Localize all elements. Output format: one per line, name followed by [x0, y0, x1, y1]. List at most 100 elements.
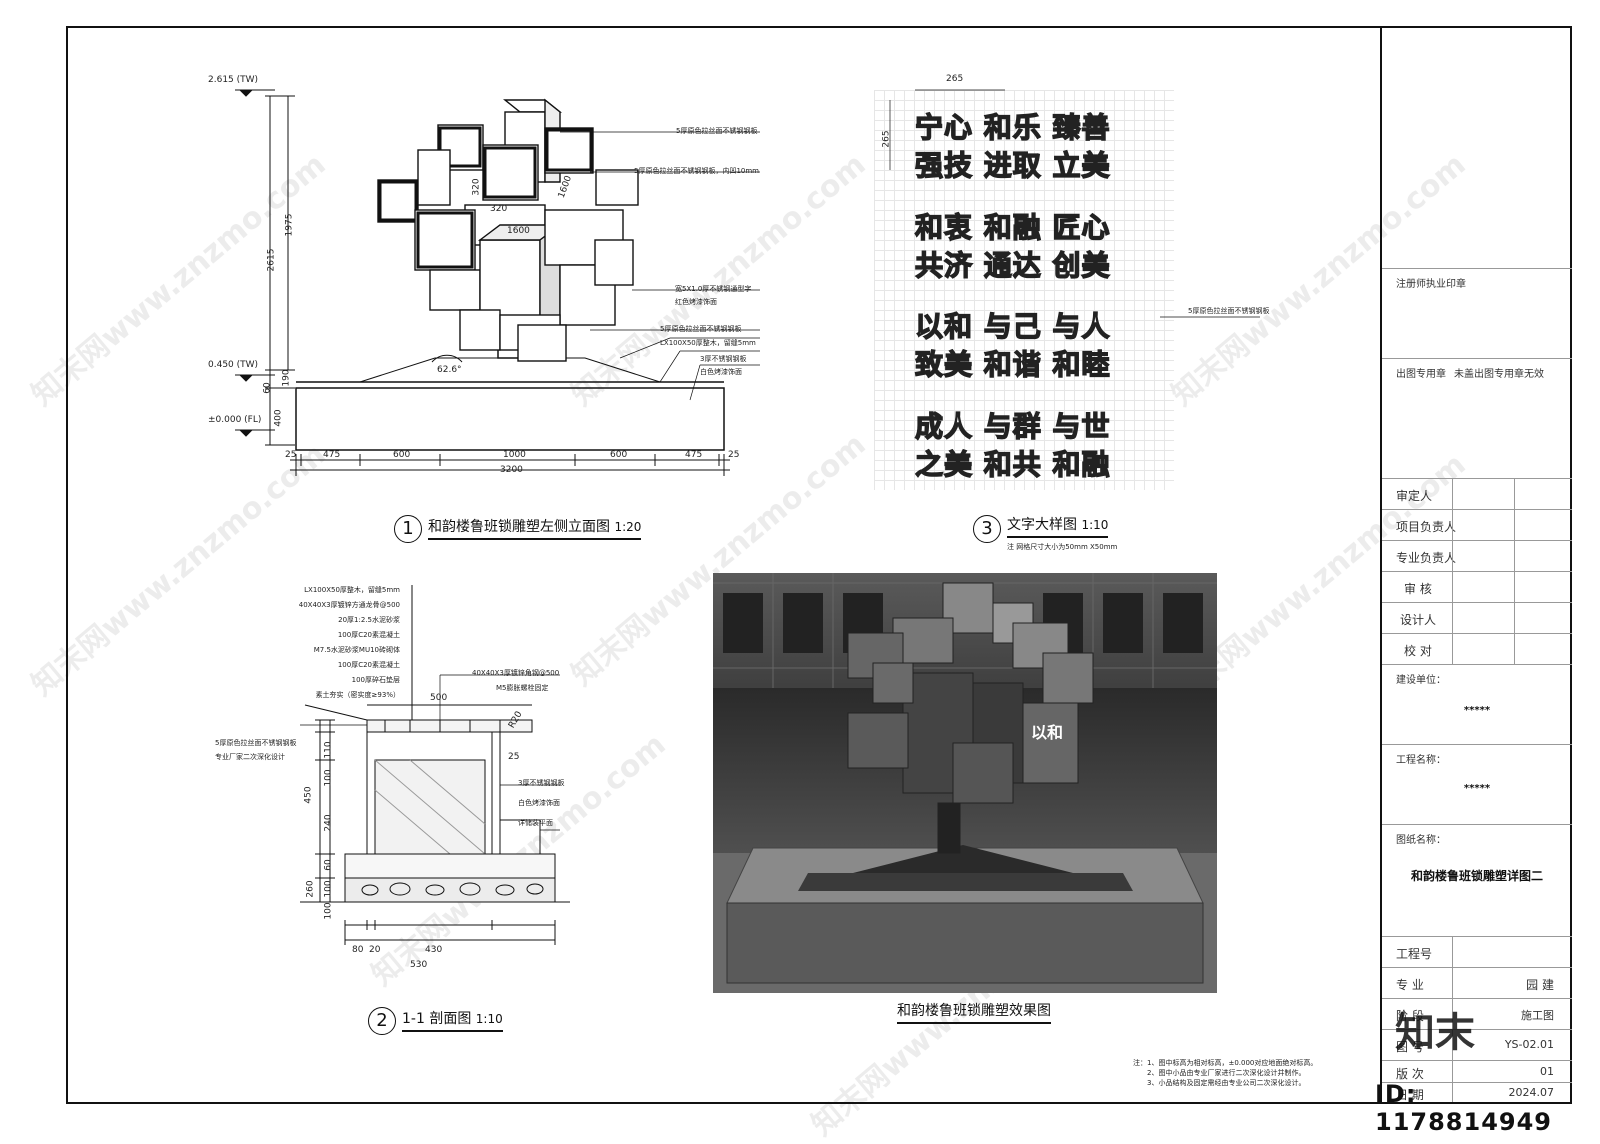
elev-note: 红色烤漆饰面 — [675, 298, 717, 306]
id-label: ID: 1178814949 — [1375, 1080, 1552, 1136]
drawing-title: 1-1 剖面图 1:10 — [402, 1008, 503, 1032]
section-note: 白色烤漆饰面 — [518, 799, 560, 807]
project-box: 工程名称： ***** — [1382, 744, 1572, 824]
general-note: 注：1、图中标高为相对标高，±0.000对应地面绝对标高。 — [1133, 1059, 1318, 1067]
dim-lines — [915, 89, 1005, 91]
role-label: 校 对 — [1404, 644, 1432, 658]
role-label: 审 核 — [1404, 582, 1432, 596]
role-label: 专业负责人 — [1396, 551, 1457, 565]
section-vdim: 60 — [323, 859, 334, 871]
hdim: 600 — [610, 450, 628, 460]
render-title: 和韵楼鲁班锁雕塑效果图 — [897, 1000, 1051, 1024]
role-row: 校 对 — [1382, 633, 1572, 664]
slogan-line: 之美 和共 和融 — [914, 447, 1111, 481]
stage-label: 阶 段 — [1396, 1009, 1424, 1023]
dim-1975: 1975 — [284, 213, 295, 237]
sheet-value: YS-02.01 — [1504, 1038, 1554, 1051]
dim-2615: 2615 — [266, 248, 277, 272]
layer-list: LX100X50厚整木，留缝5mm 40X40X3厚镀锌方通龙骨@500 20厚… — [280, 585, 400, 700]
section-note: 专业厂家二次深化设计 — [215, 753, 285, 761]
discipline-value: 园 建 — [1526, 978, 1554, 992]
hdim: 1000 — [503, 450, 526, 460]
drawing-name-value: 和韵楼鲁班锁雕塑详图二 — [1410, 869, 1543, 883]
elevation-svg — [235, 89, 760, 476]
hdim: 475 — [323, 450, 341, 460]
project-value: ***** — [1463, 783, 1491, 794]
drawing-name-label: 图纸名称： — [1396, 835, 1446, 846]
layer-note: 20厚1:2.5水泥砂浆 — [338, 616, 400, 624]
brand-logo: 知末 — [1395, 1010, 1475, 1056]
section-note: 40X40X3厚镀锌角钢@500 — [472, 669, 560, 677]
role-label: 项目负责人 — [1396, 520, 1457, 534]
tb-divider — [1452, 936, 1453, 1102]
role-row: 审定人 — [1382, 478, 1572, 509]
stamp-note: 未盖出图专用章无效 — [1454, 369, 1544, 380]
job-label: 工程号 — [1396, 947, 1433, 961]
drawing-frame — [66, 26, 1572, 1104]
elev-note: 3厚不锈钢钢板 — [700, 355, 747, 363]
level-floor: ±0.000 (FL) — [208, 415, 262, 425]
layer-note: 100厚C20素混凝土 — [337, 631, 400, 639]
section-hdim: 430 — [425, 945, 443, 955]
layer-note: 100厚C20素混凝土 — [337, 661, 400, 669]
role-label: 审定人 — [1396, 489, 1433, 503]
hdim: 600 — [393, 450, 411, 460]
client-label: 建设单位： — [1396, 675, 1446, 686]
drawing-number: 1 — [394, 515, 422, 543]
level-top: 2.615 (TW) — [208, 75, 259, 85]
section-note: 3厚不锈钢钢板 — [518, 779, 565, 787]
elev-note: 5厚原色拉丝面不锈钢钢板，内凹10mm — [634, 167, 759, 175]
layer-note: M7.5水泥砂浆MU10砖砌体 — [313, 646, 400, 654]
title-block: 注册师执业印章 出图专用章 未盖出图专用章无效 审定人 项目负责人 专业负责人 … — [1380, 26, 1572, 1104]
section-hdim: 20 — [369, 945, 381, 955]
render-svg: 以和 — [713, 573, 1217, 993]
info-row: 版 次 01 — [1382, 1060, 1572, 1082]
role-row: 设计人 — [1382, 602, 1572, 633]
hdim: 25 — [285, 450, 297, 460]
general-note: 3、小品结构及固定需经由专业公司二次深化设计。 — [1147, 1079, 1306, 1087]
tb-divider — [1452, 478, 1453, 664]
drawing-title-text: 和韵楼鲁班锁雕塑左侧立面图 — [428, 519, 610, 535]
section-vdim: 110 — [323, 741, 334, 759]
elev-note: 5厚原色拉丝面不锈钢钢板 — [660, 325, 742, 333]
slogan-line: 致美 和谐 和睦 — [914, 347, 1111, 381]
general-note: 2、图中小品由专业厂家进行二次深化设计并制作。 — [1147, 1069, 1306, 1077]
slogan-line: 强技 进取 立美 — [914, 148, 1111, 182]
level-mid: 0.450 (TW) — [208, 360, 259, 370]
seal-label: 注册师执业印章 — [1396, 279, 1466, 290]
elev-note: 白色烤漆饰面 — [700, 368, 742, 376]
role-label: 设计人 — [1400, 613, 1437, 627]
drawing-scale: 1:10 — [475, 1012, 503, 1026]
sheet-label: 图 号 — [1396, 1040, 1424, 1054]
info-row: 专 业 园 建 — [1382, 967, 1572, 998]
section-vdim: 240 — [323, 814, 334, 832]
drawing-number: 2 — [368, 1007, 396, 1035]
section-hdim: 530 — [410, 960, 428, 970]
section-vdim: 260 — [305, 880, 316, 898]
layer-note: LX100X50厚整木，留缝5mm — [304, 586, 400, 594]
role-row: 专业负责人 — [1382, 540, 1572, 571]
dim-400: 400 — [273, 409, 284, 427]
section-vdim: 450 — [303, 786, 314, 804]
discipline-label: 专 业 — [1396, 978, 1424, 992]
stamp-box: 出图专用章 未盖出图专用章无效 — [1382, 358, 1572, 478]
elev-note: 宽5X1.0厚不锈钢通型字 — [675, 285, 752, 293]
text-dim-h: 265 — [881, 130, 892, 148]
project-label: 工程名称： — [1396, 755, 1446, 766]
slogan-line: 以和 与己 与人 — [914, 309, 1111, 343]
version-label: 版 次 — [1396, 1067, 1424, 1081]
section-note: 5厚原色拉丝面不锈钢钢板 — [215, 739, 297, 747]
tb-divider — [1514, 478, 1515, 664]
section-svg — [300, 585, 570, 945]
elev-note: LX100X50厚整木，留缝5mm — [660, 339, 756, 347]
text-dim-w: 265 — [946, 74, 964, 84]
info-row: 日 期 2024.07 — [1382, 1082, 1572, 1102]
dim-lines — [889, 100, 891, 170]
render-sign: 以和 — [1031, 723, 1063, 742]
grid-note: 注 网格尺寸大小为50mm X50mm — [1007, 543, 1118, 551]
slogan-line: 成人 与群 与世 — [914, 409, 1111, 443]
section-dim: 25 — [508, 752, 520, 762]
info-row: 阶 段 施工图 — [1382, 998, 1572, 1029]
section-vdim: 100 — [323, 902, 334, 920]
drawing-scale: 1:20 — [614, 520, 642, 534]
